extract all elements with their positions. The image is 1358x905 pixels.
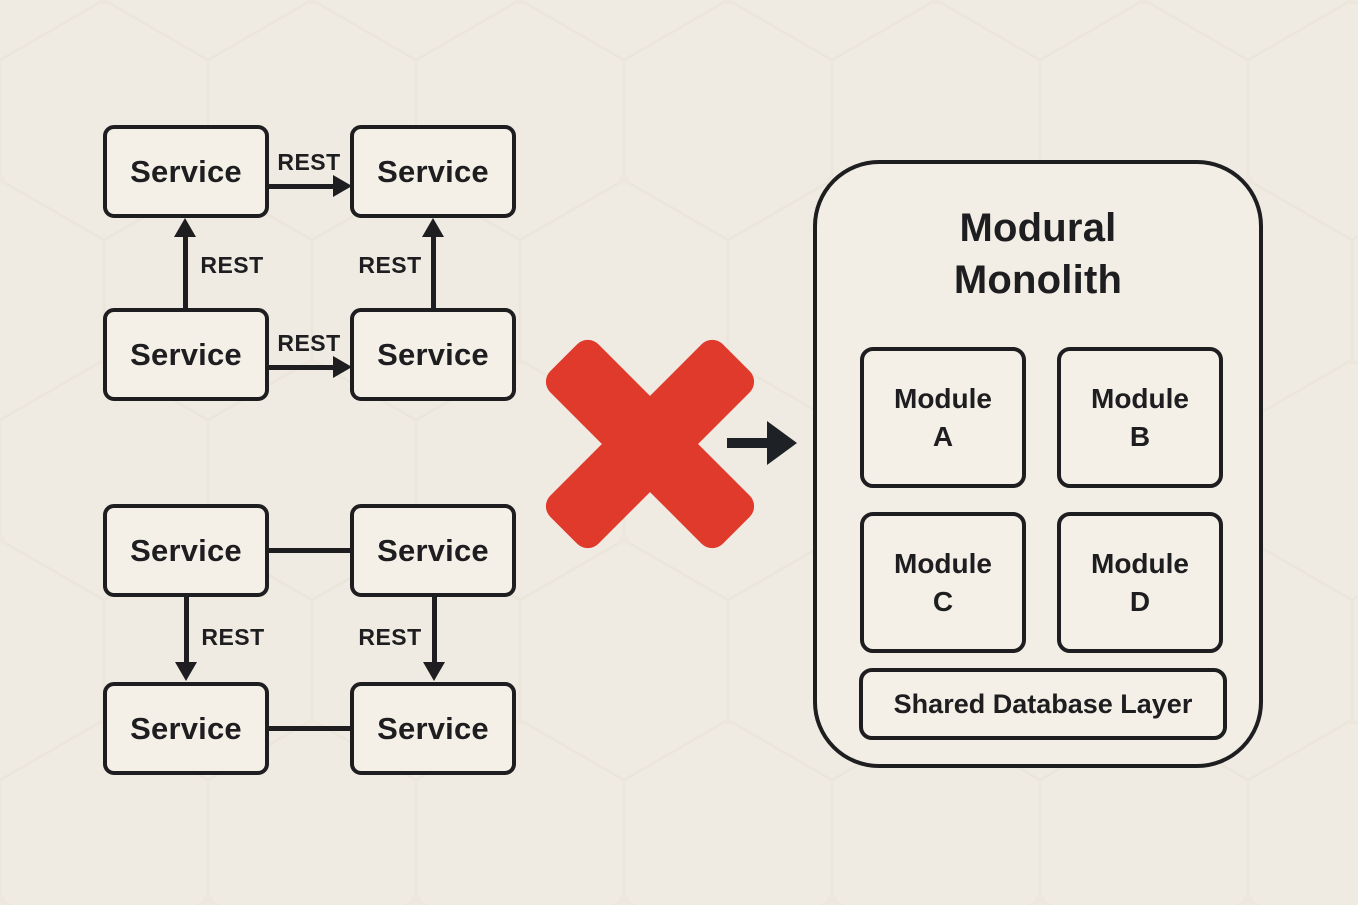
service-box: Service bbox=[103, 682, 269, 775]
module-letter: D bbox=[1129, 585, 1151, 617]
rest-label: REST bbox=[358, 624, 422, 650]
service-box: Service bbox=[350, 682, 516, 775]
module-word: Module bbox=[894, 547, 992, 579]
rest-arrow-head bbox=[174, 218, 196, 237]
module-box-c: Module C bbox=[860, 512, 1026, 653]
connector-line bbox=[267, 548, 351, 553]
service-box: Service bbox=[103, 125, 269, 218]
module-letter: B bbox=[1129, 420, 1151, 452]
rest-label: REST bbox=[277, 330, 341, 356]
service-box: Service bbox=[103, 308, 269, 401]
module-box-a: Module A bbox=[860, 347, 1026, 488]
shared-database-layer-box: Shared Database Layer bbox=[859, 668, 1227, 740]
shared-database-layer-label: Shared Database Layer bbox=[893, 688, 1193, 719]
rest-label: REST bbox=[277, 149, 341, 175]
module-word: Module bbox=[894, 382, 992, 414]
monolith-title-line2: Monolith bbox=[953, 258, 1123, 302]
module-letter: C bbox=[932, 585, 954, 617]
rest-label: REST bbox=[358, 252, 422, 278]
service-box: Service bbox=[350, 504, 516, 597]
rest-arrow-shaft bbox=[267, 365, 335, 370]
module-box-b: Module B bbox=[1057, 347, 1223, 488]
rest-arrow-shaft bbox=[267, 184, 335, 189]
rest-arrow-shaft bbox=[184, 597, 189, 664]
rest-arrow-head bbox=[423, 662, 445, 681]
rest-arrow-shaft bbox=[183, 235, 188, 308]
rest-arrow-shaft bbox=[431, 235, 436, 308]
module-box-d: Module D bbox=[1057, 512, 1223, 653]
monolith-title-line1: Modural bbox=[959, 206, 1117, 250]
right-arrow-icon bbox=[767, 421, 797, 465]
rest-label: REST bbox=[200, 252, 264, 278]
module-word: Module bbox=[1091, 547, 1189, 579]
rest-label: REST bbox=[201, 624, 265, 650]
module-letter: A bbox=[932, 420, 954, 452]
rest-arrow-head bbox=[175, 662, 197, 681]
service-box: Service bbox=[350, 308, 516, 401]
rest-arrow-head bbox=[333, 175, 352, 197]
right-arrow-icon bbox=[727, 438, 771, 448]
service-box: Service bbox=[350, 125, 516, 218]
connector-line bbox=[267, 726, 351, 731]
monolith-panel: Modural Monolith Module A Module B Modul… bbox=[813, 160, 1263, 768]
monolith-title: Modural Monolith bbox=[817, 202, 1259, 306]
service-box: Service bbox=[103, 504, 269, 597]
rest-arrow-head bbox=[422, 218, 444, 237]
module-word: Module bbox=[1091, 382, 1189, 414]
rest-arrow-head bbox=[333, 356, 352, 378]
rest-arrow-shaft bbox=[432, 597, 437, 664]
